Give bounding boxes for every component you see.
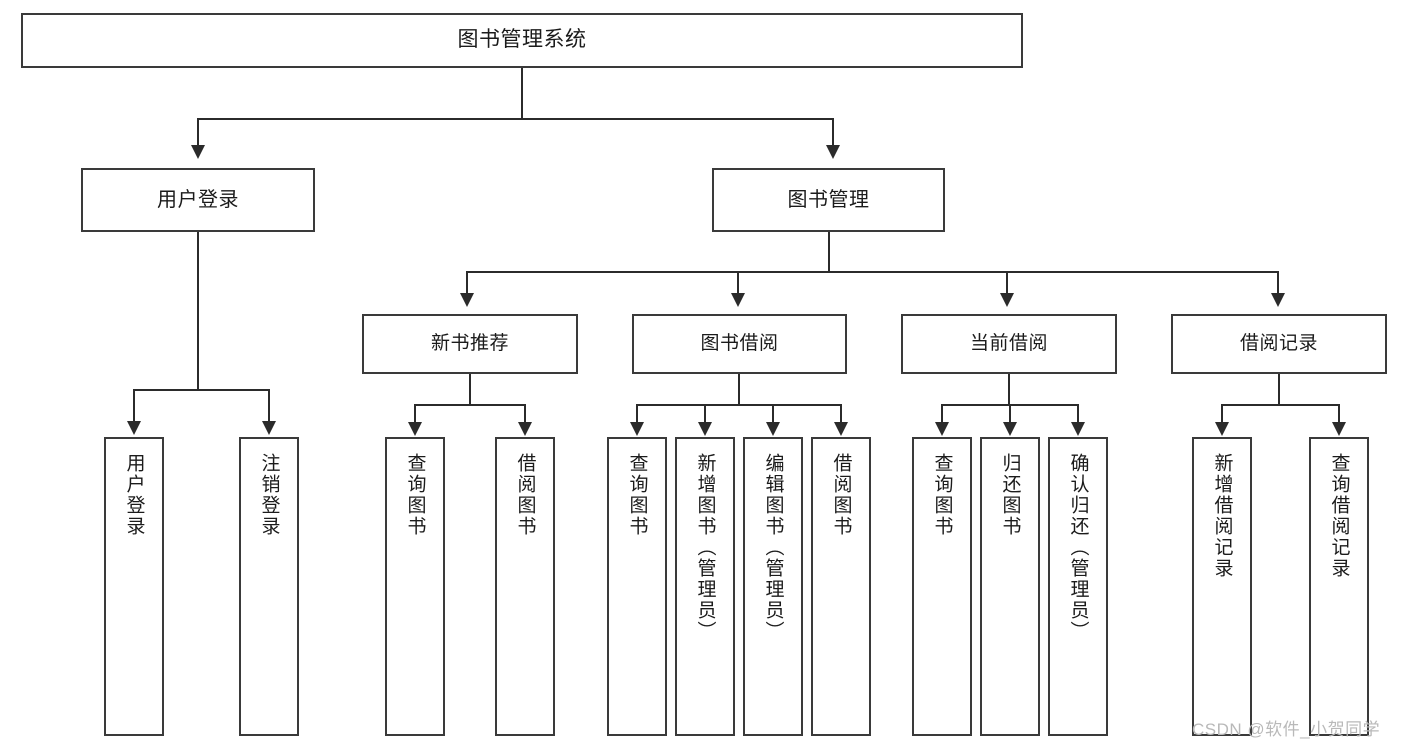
arrow-to-leaf-add-record — [1215, 422, 1229, 436]
arrow-to-leaf-edit-book — [766, 422, 780, 436]
arrow-to-leaf-confirm-return — [1071, 422, 1085, 436]
arrow-to-leaf-query-book-bb — [630, 422, 644, 436]
arrow-to-leaf-logout — [262, 421, 276, 435]
arrow-to-book-management — [826, 145, 840, 159]
connector-cb-branch-2 — [1009, 404, 1011, 422]
arrow-to-leaf-query-record — [1332, 422, 1346, 436]
connector-bm-to-current-borrow — [1006, 271, 1008, 293]
connector-bb-branch-3 — [772, 404, 774, 422]
connector-new-book-branch-2 — [524, 404, 526, 422]
connector-user-login-branch-1 — [133, 389, 135, 421]
node-label: 新增借阅记录 — [1211, 453, 1233, 579]
node-new-book-recommend[interactable]: 新书推荐 — [362, 314, 578, 374]
node-label: 查询图书 — [931, 453, 953, 537]
connector-book-management-bus — [466, 271, 1278, 273]
arrow-to-leaf-borrow-book-nb — [518, 422, 532, 436]
node-user-login[interactable]: 用户登录 — [81, 168, 315, 232]
connector-new-book-branch-1 — [414, 404, 416, 422]
node-label: 用户登录 — [157, 188, 239, 211]
connector-root-to-user-login — [197, 118, 199, 145]
connector-borrow-record-bus — [1221, 404, 1340, 406]
connector-book-borrow-bus — [636, 404, 840, 406]
node-book-management[interactable]: 图书管理 — [712, 168, 945, 232]
connector-borrow-record-stem — [1278, 374, 1280, 405]
arrow-to-leaf-return-book — [1003, 422, 1017, 436]
arrow-to-new-book-recommend — [460, 293, 474, 307]
node-book-borrow[interactable]: 图书借阅 — [632, 314, 847, 374]
connector-br-branch-1 — [1221, 404, 1223, 422]
connector-root-bus — [197, 118, 833, 120]
node-label: 图书管理系统 — [457, 28, 587, 52]
node-label: 用户登录 — [123, 453, 145, 537]
leaf-current-borrow-query-book[interactable]: 查询图书 — [912, 437, 972, 736]
arrow-to-leaf-query-book-cb — [935, 422, 949, 436]
connector-bm-to-new-book — [466, 271, 468, 293]
connector-bb-branch-4 — [840, 404, 842, 422]
connector-current-borrow-stem — [1008, 374, 1010, 405]
connector-book-management-stem — [828, 232, 830, 272]
connector-new-book-stem — [469, 374, 471, 405]
arrow-to-book-borrow — [731, 293, 745, 307]
node-label: 借阅图书 — [514, 453, 536, 537]
node-label: 归还图书 — [999, 453, 1021, 537]
connector-root-to-book-management — [832, 118, 834, 145]
connector-cb-branch-1 — [941, 404, 943, 422]
connector-book-borrow-stem — [738, 374, 740, 405]
node-label: 查询借阅记录 — [1328, 453, 1350, 579]
node-label: 借阅记录 — [1239, 333, 1318, 355]
arrow-to-leaf-add-book — [698, 422, 712, 436]
node-label: 注销登录 — [258, 453, 280, 537]
node-root-book-management-system[interactable]: 图书管理系统 — [21, 13, 1023, 68]
leaf-new-book-borrow-book[interactable]: 借阅图书 — [495, 437, 555, 736]
arrow-to-leaf-user-login — [127, 421, 141, 435]
node-label: 查询图书 — [404, 453, 426, 537]
connector-bb-branch-2 — [704, 404, 706, 422]
arrow-to-leaf-borrow-book-bb — [834, 422, 848, 436]
leaf-book-borrow-borrow-book[interactable]: 借阅图书 — [811, 437, 871, 736]
node-label: 当前借阅 — [969, 333, 1048, 355]
connector-user-login-stem — [197, 232, 199, 390]
node-current-borrow[interactable]: 当前借阅 — [901, 314, 1117, 374]
connector-bm-to-book-borrow — [737, 271, 739, 293]
arrow-to-current-borrow — [1000, 293, 1014, 307]
leaf-current-borrow-return-book[interactable]: 归还图书 — [980, 437, 1040, 736]
leaf-book-borrow-query-book[interactable]: 查询图书 — [607, 437, 667, 736]
node-label: 确认归还（管理员） — [1067, 453, 1089, 642]
connector-root-stem — [521, 68, 523, 119]
leaf-borrow-record-add-record[interactable]: 新增借阅记录 — [1192, 437, 1252, 736]
node-label: 借阅图书 — [830, 453, 852, 537]
leaf-borrow-record-query-record[interactable]: 查询借阅记录 — [1309, 437, 1369, 736]
connector-bb-branch-1 — [636, 404, 638, 422]
node-label: 查询图书 — [626, 453, 648, 537]
arrow-to-leaf-query-book-nb — [408, 422, 422, 436]
node-label: 编辑图书（管理员） — [762, 453, 784, 642]
node-borrow-record[interactable]: 借阅记录 — [1171, 314, 1387, 374]
connector-user-login-bus — [133, 389, 269, 391]
connector-user-login-branch-2 — [268, 389, 270, 421]
leaf-book-borrow-edit-book[interactable]: 编辑图书（管理员） — [743, 437, 803, 736]
leaf-new-book-query-book[interactable]: 查询图书 — [385, 437, 445, 736]
connector-bm-to-borrow-record — [1277, 271, 1279, 293]
leaf-logout[interactable]: 注销登录 — [239, 437, 299, 736]
node-label: 图书借阅 — [700, 333, 779, 355]
node-label: 图书管理 — [787, 188, 870, 211]
connector-new-book-bus — [414, 404, 525, 406]
leaf-current-borrow-confirm-return[interactable]: 确认归还（管理员） — [1048, 437, 1108, 736]
node-label: 新增图书（管理员） — [694, 453, 716, 642]
arrow-to-user-login — [191, 145, 205, 159]
connector-br-branch-2 — [1338, 404, 1340, 422]
arrow-to-borrow-record — [1271, 293, 1285, 307]
leaf-book-borrow-add-book[interactable]: 新增图书（管理员） — [675, 437, 735, 736]
node-label: 新书推荐 — [430, 333, 509, 355]
leaf-user-login[interactable]: 用户登录 — [104, 437, 164, 736]
connector-cb-branch-3 — [1077, 404, 1079, 422]
